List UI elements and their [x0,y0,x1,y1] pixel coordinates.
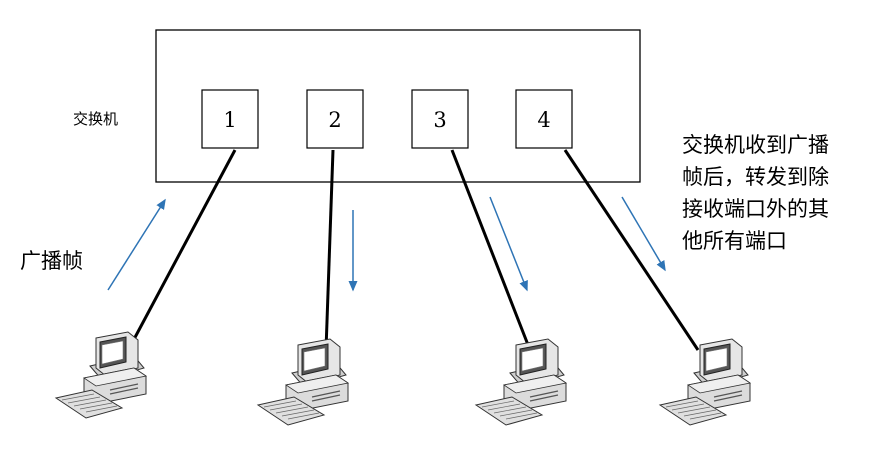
port-4: 4 [515,89,573,149]
cable-1 [130,149,237,344]
desktop-computer-icon [55,331,147,419]
cable-2 [324,149,335,351]
note-line: 帧后，转发到除 [682,165,829,189]
port-label: 2 [328,108,341,132]
note-line: 他所有端口 [682,229,787,253]
desktop-computer-icon [475,338,567,426]
note-line: 交换机收到广播 [682,133,829,157]
cable-3 [450,149,532,351]
outgoing-arrow-3 [489,196,528,292]
desktop-computer-icon [257,338,349,426]
note-line: 接收端口外的其 [682,197,829,221]
port-label: 1 [223,108,236,132]
switch-label: 交换机 [73,110,118,128]
broadcast-frame-label: 广播帧 [20,249,83,273]
port-label: 3 [433,108,446,132]
port-3: 3 [411,89,469,149]
switch-box [155,29,641,183]
desktop-computer-icon [659,338,751,426]
port-label: 4 [537,108,550,132]
forwarding-note: 交换机收到广播 帧后，转发到除 接收端口外的其 他所有端口 [682,133,829,253]
port-1: 1 [201,89,259,149]
incoming-arrow [107,198,166,291]
cable-4 [563,149,700,351]
outgoing-arrow-4 [621,196,666,272]
port-2: 2 [306,89,364,149]
